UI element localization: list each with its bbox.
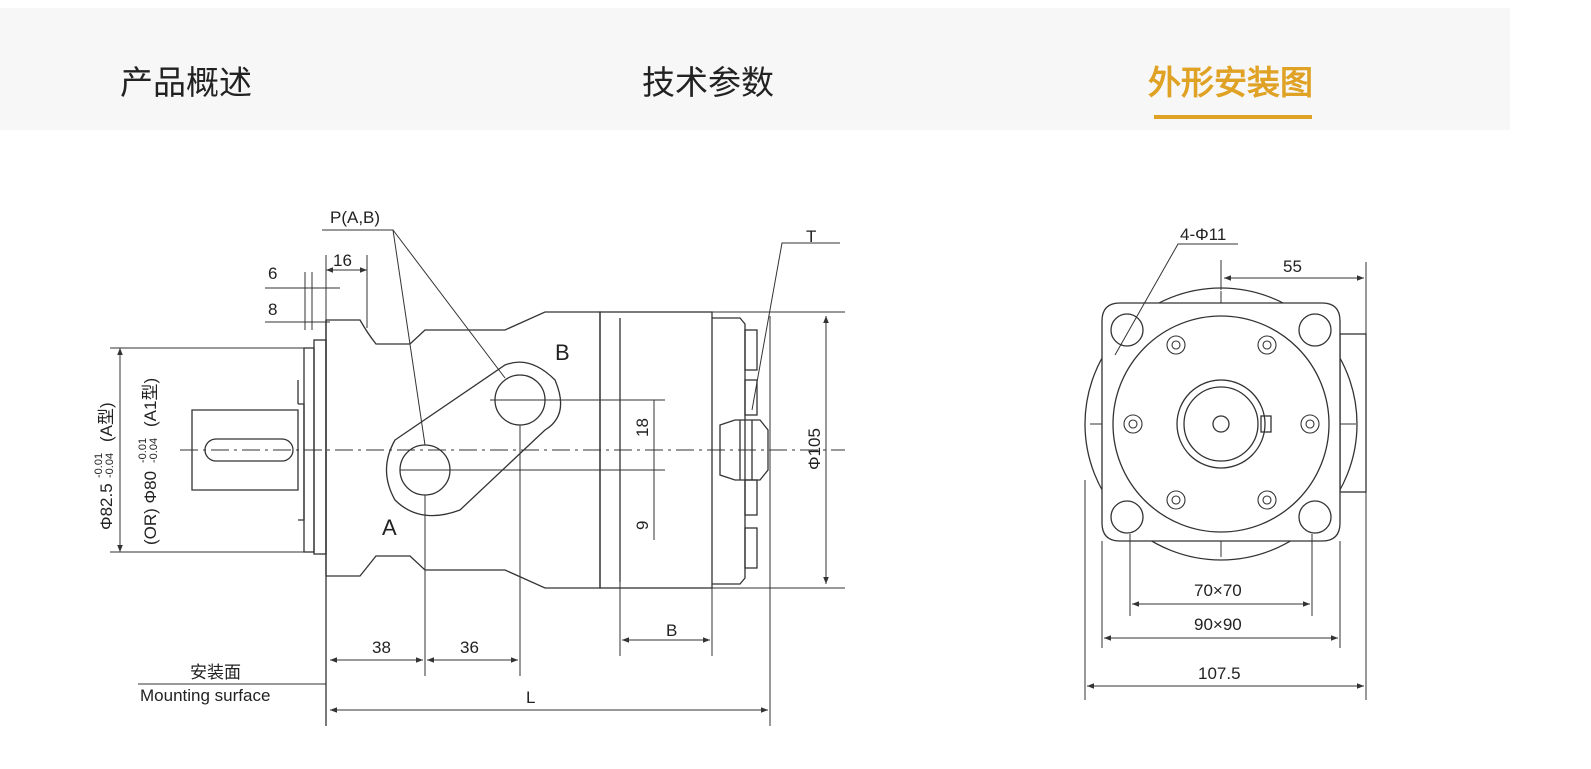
port-a-label: A <box>382 515 397 540</box>
dim-9-label: 9 <box>633 521 652 530</box>
front-view <box>1084 243 1367 700</box>
drain-label: T <box>806 227 816 246</box>
active-tab-indicator <box>1154 115 1312 119</box>
dim-6-label: 6 <box>268 264 277 283</box>
dim-b-label: B <box>666 621 677 640</box>
tab-product-overview[interactable]: 产品概述 <box>120 63 252 102</box>
dim-70x70-label: 70×70 <box>1194 581 1242 600</box>
mounting-surface-cn: 安装面 <box>190 663 241 682</box>
dim-107-label: 107.5 <box>1198 664 1241 683</box>
side-view <box>110 229 845 726</box>
dim-38-label: 38 <box>372 638 391 657</box>
dim-18-label: 18 <box>633 418 652 437</box>
pilot-alt-tol-upper: -0.01 <box>137 438 149 463</box>
pilot-diameter-label: Φ82.5 -0.01 -0.04 (A型) <box>93 402 116 530</box>
pilot-main-tol-lower: -0.04 <box>104 453 116 478</box>
pilot-main-type: (A型) <box>97 402 116 442</box>
dim-36-label: 36 <box>460 638 479 657</box>
mounting-surface-en: Mounting surface <box>140 686 270 705</box>
holes-label: 4-Φ11 <box>1180 225 1226 244</box>
port-b-label: B <box>555 340 570 365</box>
pilot-alt-tol-lower: -0.04 <box>148 438 160 463</box>
tab-installation-drawing[interactable]: 外形安装图 <box>1148 63 1313 102</box>
dim-16-label: 16 <box>333 251 352 270</box>
dim-55-label: 55 <box>1283 257 1302 276</box>
tab-technical-parameters[interactable]: 技术参数 <box>642 63 774 102</box>
port-label: P(A,B) <box>330 208 380 227</box>
dim-8-label: 8 <box>268 300 277 319</box>
pilot-alt-value: (OR) Φ80 <box>141 471 160 545</box>
pilot-main-value: Φ82.5 <box>97 483 116 530</box>
dim-l-label: L <box>526 688 535 707</box>
tab-bar <box>0 8 1510 130</box>
pilot-alt-diameter-label: (OR) Φ80 -0.01 -0.04 (A1型) <box>137 378 160 545</box>
dim-90x90-label: 90×90 <box>1194 615 1242 634</box>
dim-phi105-label: Φ105 <box>805 428 824 470</box>
pilot-alt-type: (A1型) <box>141 378 160 427</box>
pilot-main-tol-upper: -0.01 <box>93 453 105 478</box>
